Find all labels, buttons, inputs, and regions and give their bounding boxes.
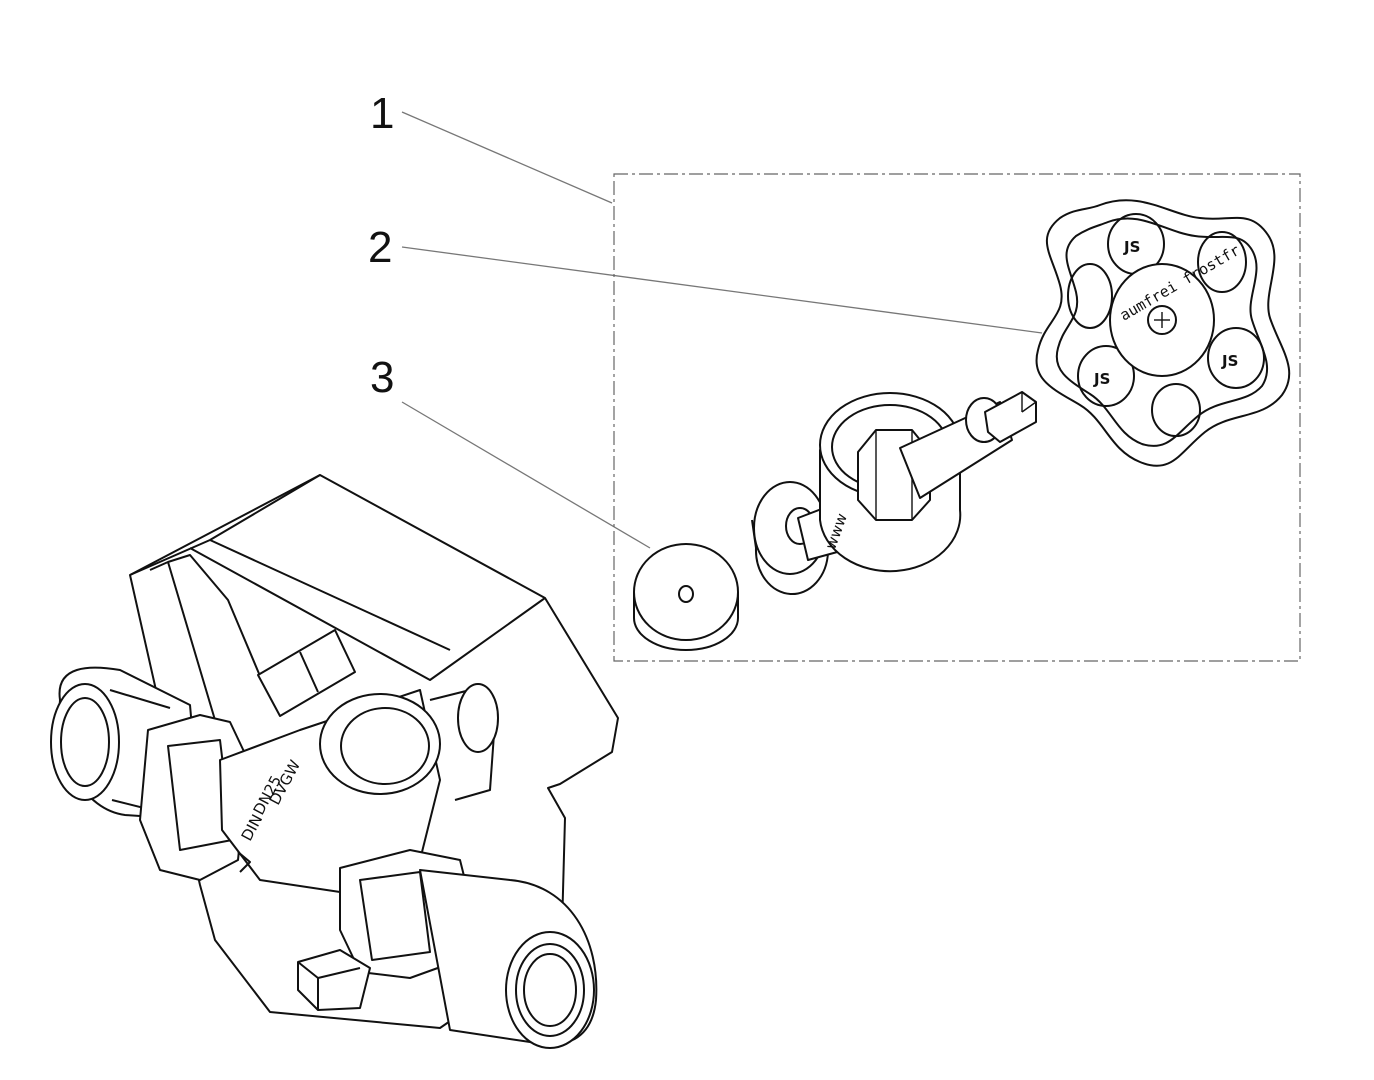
handwheel-lobe-left [1077, 345, 1135, 407]
leader-line-1 [401, 111, 613, 204]
valve-body: DVGW DN25 DIN [50, 474, 619, 1049]
handwheel: aumfrei frostfr JS JS JS [1035, 199, 1291, 467]
callout-number-2: 2 [368, 223, 392, 272]
assembly-frame [613, 173, 1301, 662]
handwheel-lobe-right [1207, 327, 1265, 389]
washer [633, 543, 739, 651]
callout-number-3: 3 [370, 353, 394, 402]
leader-line-2 [401, 246, 1043, 334]
callout-number-1: 1 [370, 89, 394, 138]
flow-arrow-icon [237, 851, 251, 873]
spindle-assembly: www [751, 391, 1037, 595]
leader-line-3 [401, 401, 651, 549]
handwheel-logo-left: JS [1093, 370, 1110, 388]
handwheel-logo-top: JS [1123, 238, 1140, 256]
handwheel-logo-right: JS [1221, 352, 1238, 370]
